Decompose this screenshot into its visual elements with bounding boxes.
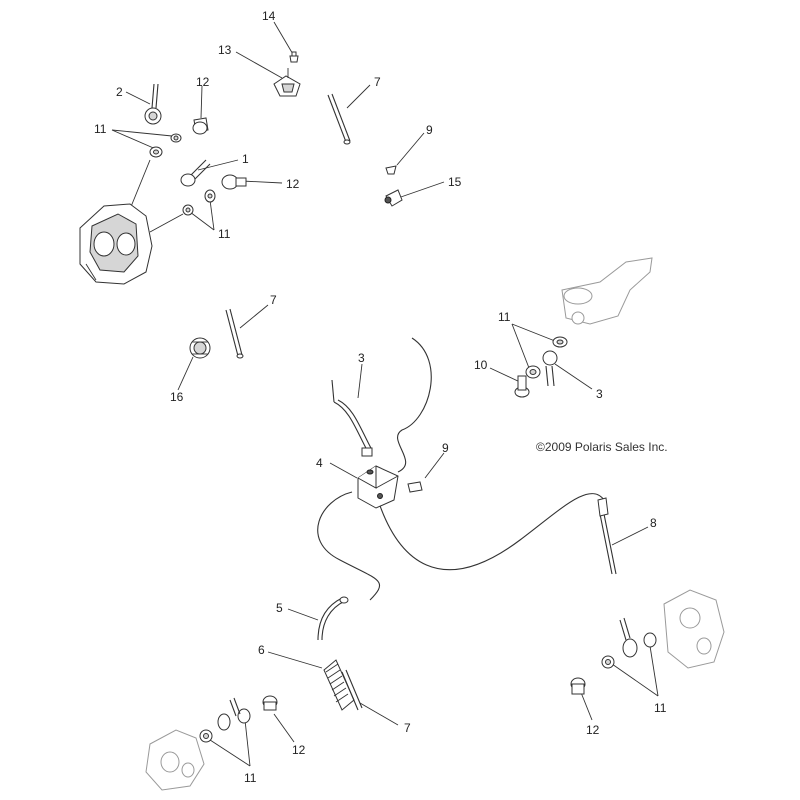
callout-11-mid: 11 [218,227,231,241]
callout-3-center: 3 [358,351,365,365]
bleeder-9-top [385,165,397,175]
callout-13: 13 [218,43,232,57]
brake-line-3 [331,379,373,457]
rod-7-lower [341,669,363,711]
grommet-16 [189,337,211,359]
banjo-line-2 [144,83,162,125]
callout-12-mid: 12 [286,177,300,191]
distribution-block-4 [357,465,399,509]
banjo-bolt-12-mid [221,174,247,190]
callout-7-mid: 7 [270,293,277,307]
washers-11-mid [182,189,216,216]
callout-16: 16 [170,390,184,404]
banjo-bolt-12-lower [262,695,278,711]
banjo-fitting-1 [180,159,211,187]
spring-6 [323,659,355,711]
callout-9-top: 9 [426,123,433,137]
master-cylinder [561,257,653,325]
copyright-text: ©2009 Polaris Sales Inc. [536,440,668,454]
rod-7-top [327,93,351,145]
callout-4: 4 [316,456,323,470]
callout-5: 5 [276,601,283,615]
callout-7-lower: 7 [404,721,411,735]
bolt-10 [514,375,530,398]
callout-11-lower-left: 11 [244,771,257,785]
callout-12-lower: 12 [292,743,306,757]
callout-12-right: 12 [586,723,600,737]
leader-lines [111,21,659,767]
washers-11-right [525,336,568,379]
callout-9-lower: 9 [442,441,449,455]
bleeder-screw-14 [289,51,299,63]
callout-6: 6 [258,643,265,657]
callout-labels: 14 13 7 2 12 11 1 12 11 9 15 7 16 11 10 … [94,9,667,785]
banjo-3-master [542,350,558,387]
callout-3-right: 3 [596,387,603,401]
washers-11-lower-right [601,617,657,669]
brake-lines [317,337,605,601]
front-caliper-left [79,203,153,285]
callout-14: 14 [262,9,276,23]
callout-1: 1 [242,152,249,166]
rear-brake-line-8 [597,497,617,575]
fitting-15 [384,189,403,207]
washers-11-lower-left [199,697,251,743]
callout-8: 8 [650,516,657,530]
callout-11-top: 11 [94,122,107,136]
banjo-bolt-12-right [570,677,586,695]
callout-7-top: 7 [374,75,381,89]
caliper-right [663,589,725,669]
callout-12-top: 12 [196,75,210,89]
callout-11-right: 11 [498,310,511,324]
bleeder-9-lower [407,481,423,493]
callout-15: 15 [448,175,462,189]
callout-2: 2 [116,85,123,99]
callout-10: 10 [474,358,488,372]
brake-switch-13 [273,68,301,97]
caliper-bottom-left [145,729,205,791]
callout-11-lower-right: 11 [654,701,667,715]
rod-7-mid [225,308,244,359]
washers-11-top [149,133,182,158]
banjo-bolt-12-top [192,117,209,135]
brake-line-5 [317,596,349,641]
